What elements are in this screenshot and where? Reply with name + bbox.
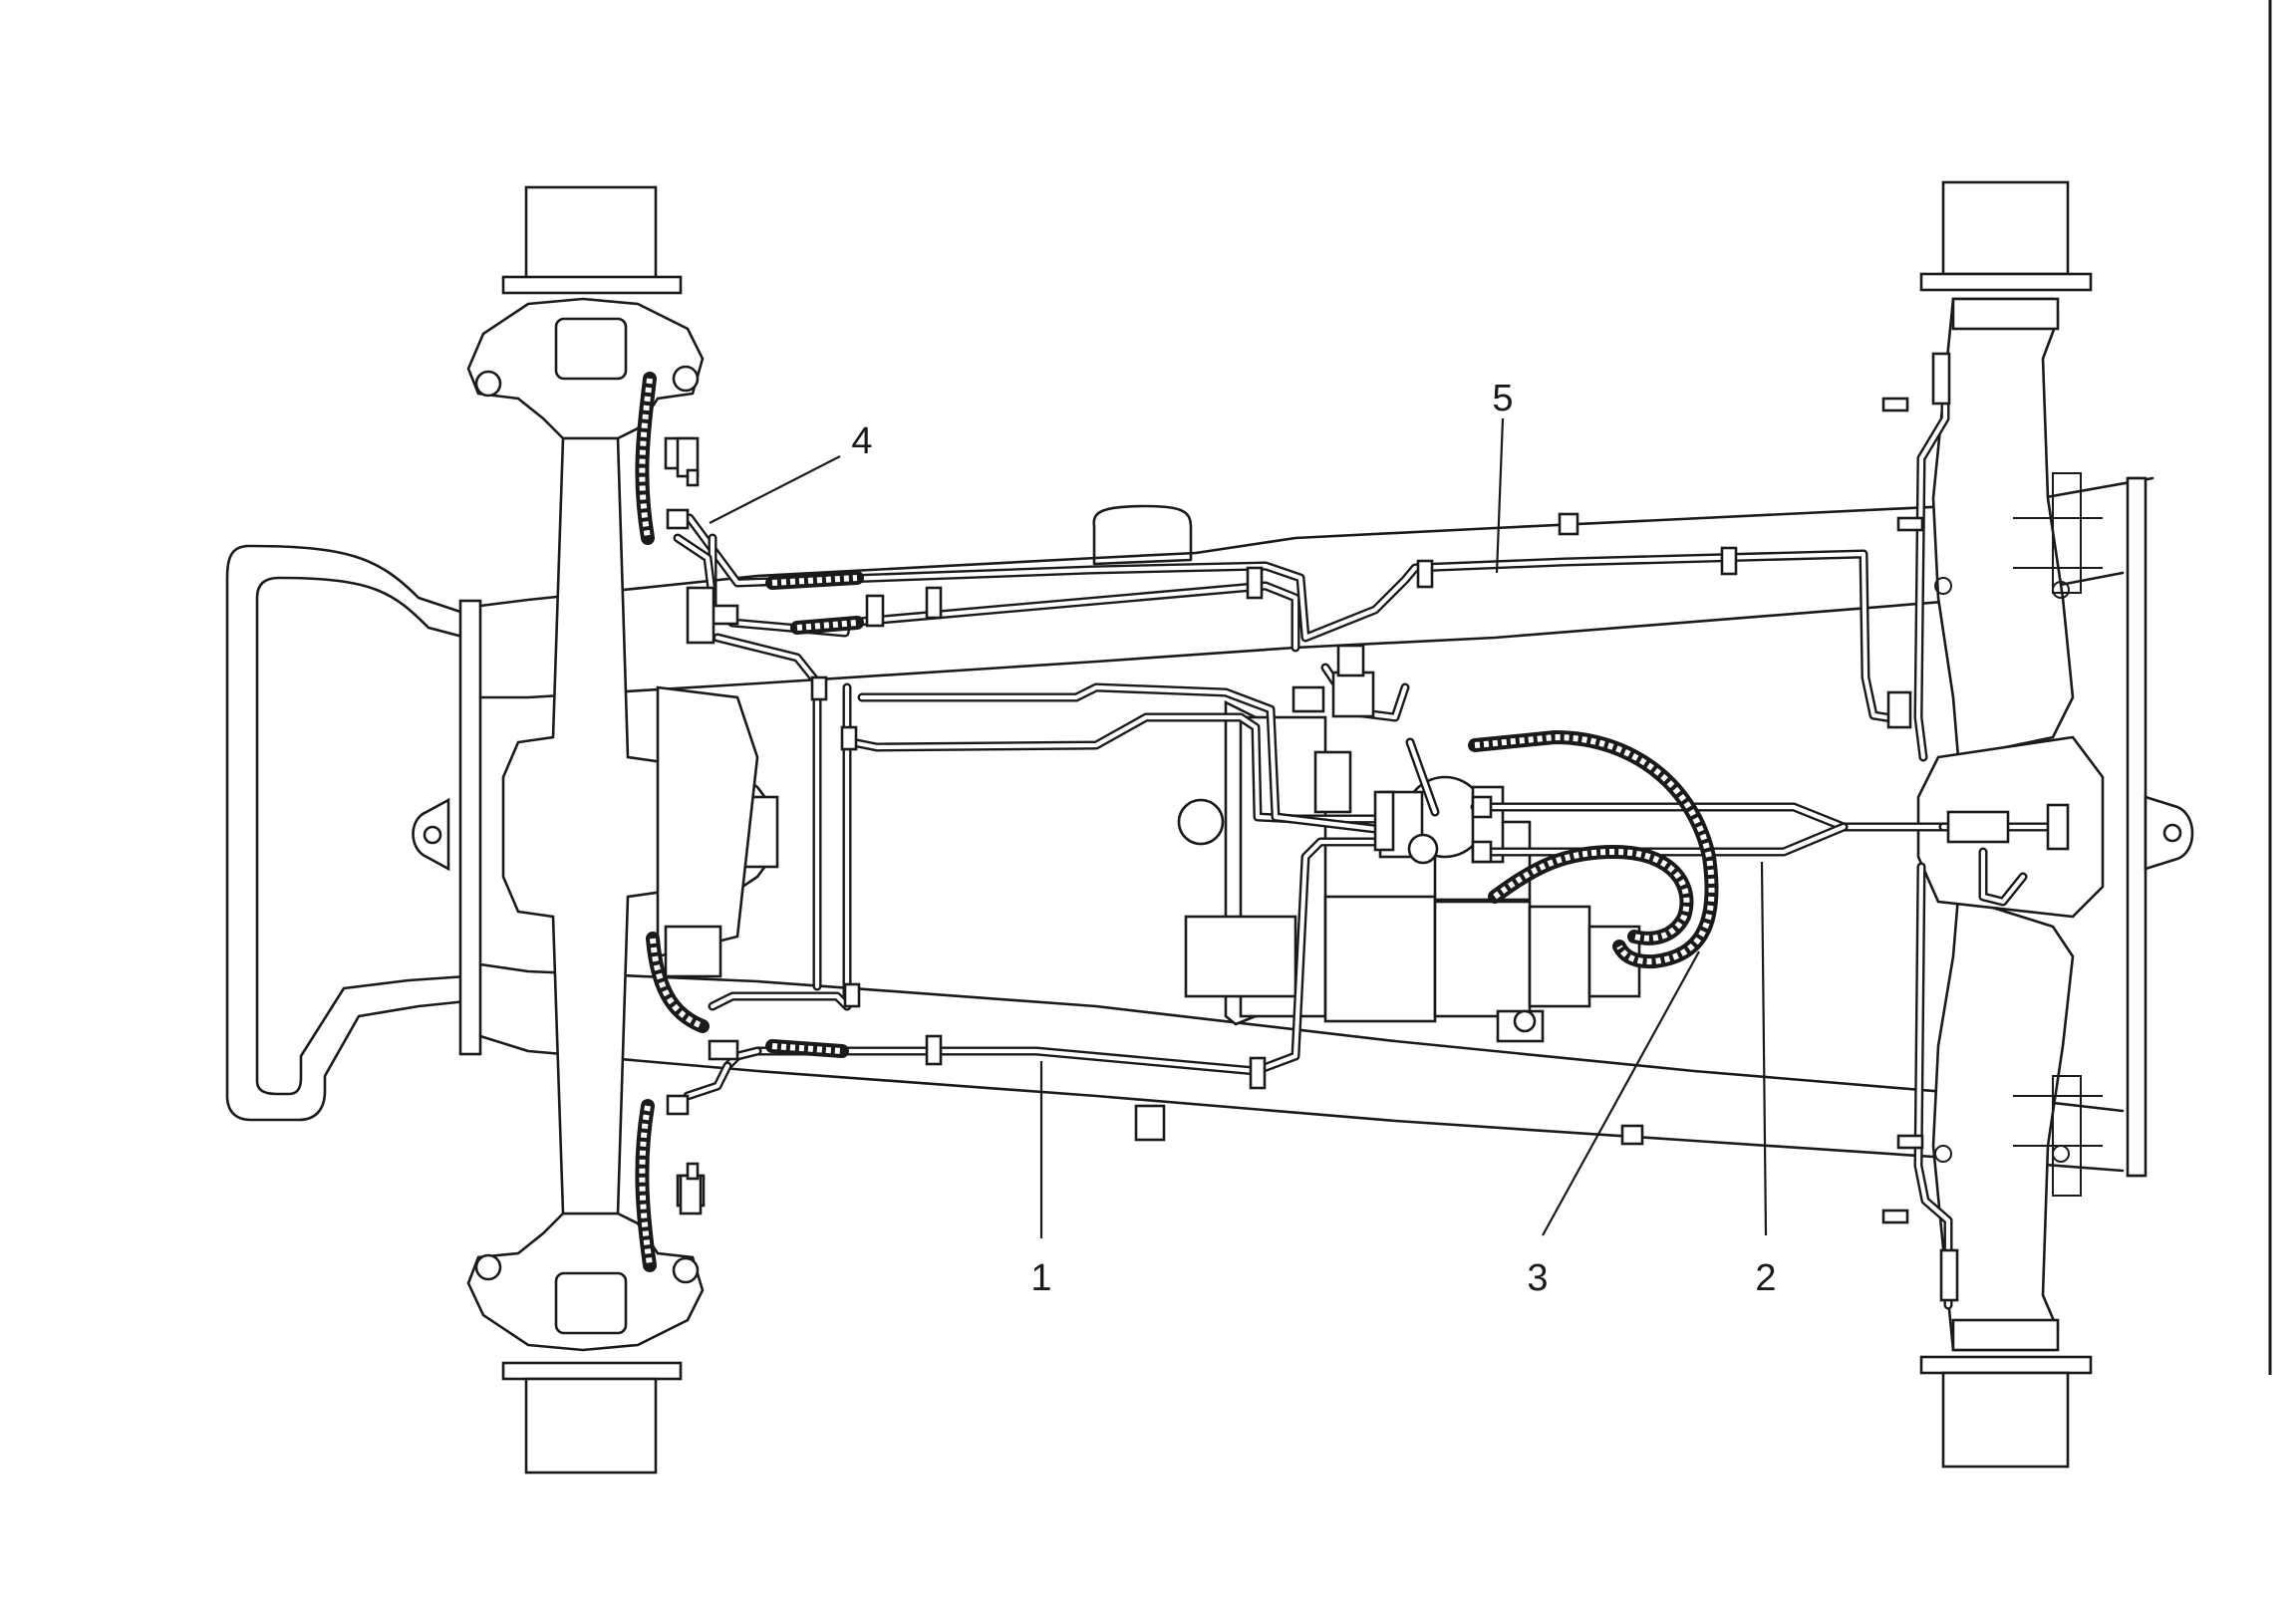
- front-axle: [466, 185, 779, 1475]
- callout-leader-4: [709, 455, 841, 524]
- callout-1: 1: [1030, 1257, 1051, 1299]
- callout-5: 5: [1492, 378, 1513, 419]
- pipe-fittings: [664, 352, 2070, 1302]
- flexible-hoses: [635, 372, 1719, 1272]
- callout-4: 4: [851, 420, 872, 462]
- transmission: [1177, 699, 1641, 1043]
- callout-2: 2: [1755, 1257, 1776, 1299]
- callout-leaders: [709, 417, 1768, 1238]
- callout-leader-3: [1542, 950, 1700, 1236]
- callout-3: 3: [1527, 1257, 1548, 1299]
- rear-axle: [1916, 180, 2105, 1469]
- callout-labels: 1 2 3 4 5: [851, 378, 1776, 1299]
- brake-pipes: [673, 354, 2058, 1310]
- callout-leader-5: [1495, 417, 1505, 574]
- callout-leader-2: [1760, 861, 1768, 1236]
